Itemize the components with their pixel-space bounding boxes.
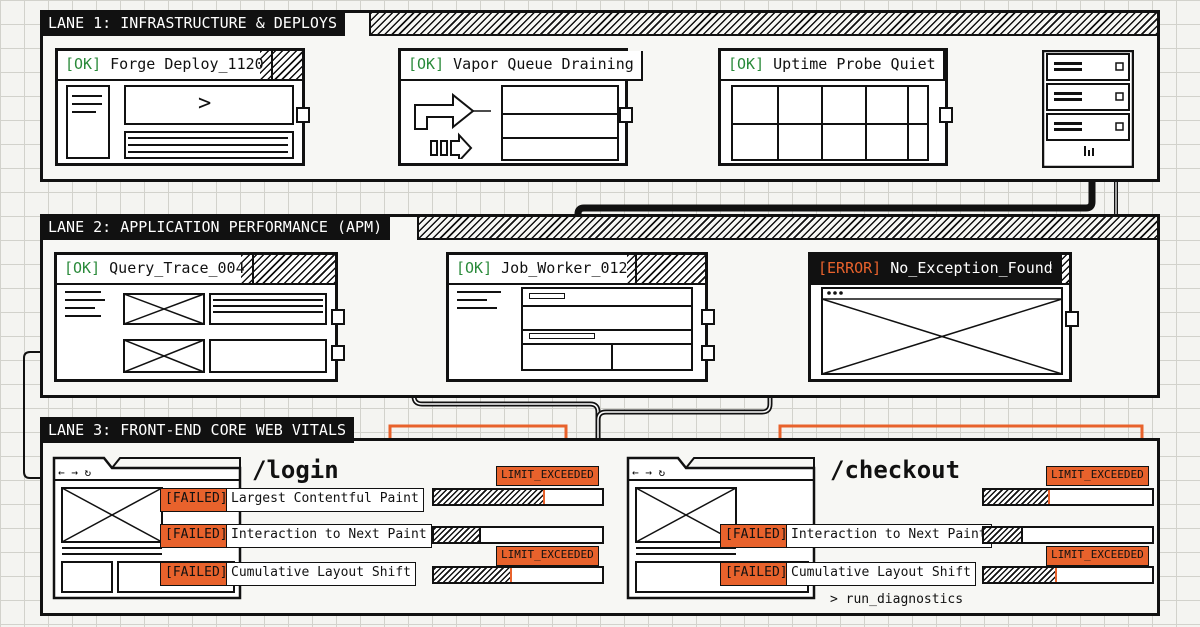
metric-bar xyxy=(982,566,1154,584)
limit-exceeded-badge: LIMIT_EXCEEDED xyxy=(1046,546,1149,566)
card-uptime-probe[interactable]: [OK] Uptime Probe Quiet xyxy=(718,48,953,166)
lane-2-title: LANE 2: APPLICATION PERFORMANCE (APM) xyxy=(40,214,391,240)
server-rack-icon xyxy=(1041,49,1135,169)
failed-badge: [FAILED] xyxy=(720,524,793,548)
metric-bar xyxy=(432,488,604,506)
queue-table xyxy=(501,85,619,161)
lane-2-hatch xyxy=(417,214,1160,240)
card-title: Query_Trace_004 xyxy=(109,259,245,277)
metric-cls-label: Cumulative Layout Shift xyxy=(226,562,417,586)
metric-bar xyxy=(982,526,1154,544)
queue-arrow-icon xyxy=(413,89,493,164)
metric-bar xyxy=(432,526,604,544)
svg-text:← → ↻: ← → ↻ xyxy=(58,466,91,479)
status-ok: [OK] xyxy=(64,259,101,277)
route-login: /login xyxy=(252,456,339,484)
failed-badge: [FAILED] xyxy=(160,562,233,586)
status-ok: [OK] xyxy=(456,259,493,277)
failed-badge: [FAILED] xyxy=(720,562,793,586)
broken-window-icon xyxy=(821,287,1063,379)
route-checkout: /checkout xyxy=(830,456,961,484)
status-ok: [OK] xyxy=(728,55,765,73)
terminal-preview xyxy=(124,85,294,125)
status-ok: [OK] xyxy=(65,55,102,73)
card-title: Forge Deploy_1120 xyxy=(110,55,264,73)
metric-inp-label: Interaction to Next Paint xyxy=(226,524,432,548)
card-title: No_Exception_Found xyxy=(890,259,1053,277)
limit-exceeded-badge: LIMIT_EXCEEDED xyxy=(496,546,599,566)
card-query-trace[interactable]: [OK] Query_Trace_004 xyxy=(54,252,345,382)
lane-1-title: LANE 1: INFRASTRUCTURE & DEPLOYS xyxy=(40,10,345,36)
status-ok: [OK] xyxy=(408,55,445,73)
card-title: Vapor Queue Draining xyxy=(453,55,634,73)
metric-cls-label: Cumulative Layout Shift xyxy=(786,562,977,586)
image-placeholder-icon xyxy=(123,293,205,329)
metric-bar xyxy=(982,488,1154,506)
lane-1-hatch xyxy=(369,10,1160,36)
status-error: [ERROR] xyxy=(818,259,882,277)
failed-badge: [FAILED] xyxy=(160,488,233,512)
command-run-diagnostics[interactable]: > run_diagnostics xyxy=(830,592,964,607)
lane-3-title: LANE 3: FRONT-END CORE WEB VITALS xyxy=(40,417,355,443)
card-job-worker[interactable]: [OK] Job_Worker_012 xyxy=(446,252,715,382)
failed-badge: [FAILED] xyxy=(160,524,233,548)
card-forge-deploy[interactable]: [OK] Forge Deploy_1120 > xyxy=(55,48,310,166)
svg-text:← → ↻: ← → ↻ xyxy=(632,466,665,479)
card-title: Uptime Probe Quiet xyxy=(773,55,936,73)
card-error-exception[interactable]: [ERROR] No_Exception_Found xyxy=(808,252,1079,382)
image-placeholder-icon xyxy=(123,339,205,377)
metric-lcp-label: Largest Contentful Paint xyxy=(226,488,424,512)
metric-inp-label: Interaction to Next Paint xyxy=(786,524,992,548)
card-vapor-queue[interactable]: [OK] Vapor Queue Draining xyxy=(398,48,643,166)
card-title: Job_Worker_012 xyxy=(501,259,628,277)
chevron-right-icon: > xyxy=(198,91,212,116)
limit-exceeded-badge: LIMIT_EXCEEDED xyxy=(1046,466,1149,486)
metric-bar xyxy=(432,566,604,584)
limit-exceeded-badge: LIMIT_EXCEEDED xyxy=(496,466,599,486)
